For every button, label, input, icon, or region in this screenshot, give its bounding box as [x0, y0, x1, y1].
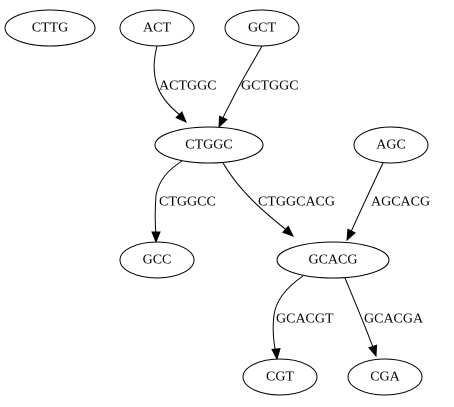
node-label: AGC [376, 138, 406, 153]
arrowhead [368, 344, 378, 358]
node-label: GCT [248, 21, 276, 36]
edge-gct-ctggc: GCTGGC [218, 45, 299, 129]
node-ellipse[interactable] [119, 9, 195, 47]
arrowhead [282, 225, 294, 237]
node-gcc[interactable]: GCC [119, 241, 195, 279]
edge-label: CTGGCC [159, 195, 216, 210]
arrowhead [346, 228, 356, 242]
node-cttg[interactable]: CTTG [4, 9, 96, 47]
node-label: ACT [143, 21, 171, 36]
node-act[interactable]: ACT [119, 9, 195, 47]
arrowhead [218, 115, 228, 129]
node-ellipse[interactable] [276, 241, 390, 279]
edge-gcacg-cga: GCACGA [344, 277, 424, 358]
edge-line [220, 45, 263, 123]
node-agc[interactable]: AGC [353, 126, 429, 164]
edge-line [222, 162, 290, 233]
edge-line [153, 45, 185, 119]
node-ctggc[interactable]: CTGGC [154, 126, 264, 164]
node-ellipse[interactable] [4, 9, 96, 47]
node-cgt[interactable]: CGT [242, 358, 318, 396]
edge-line [349, 162, 384, 235]
node-gcacg[interactable]: GCACG [276, 241, 390, 279]
edge-ctggc-gcc: CTGGCC [151, 160, 216, 244]
node-label: CGA [370, 370, 400, 385]
arrowhead [175, 111, 187, 123]
node-label: CGT [266, 370, 294, 385]
node-label: CTGGC [185, 138, 232, 153]
node-ellipse[interactable] [347, 358, 423, 396]
node-ellipse[interactable] [154, 126, 264, 164]
node-ellipse[interactable] [353, 126, 429, 164]
node-label: GCC [143, 253, 172, 268]
nodes-layer: CTTG ACT GCT CTGGC AGC GCC GCACG CGT CGA [4, 9, 429, 396]
edge-act-ctggc: ACTGGC [153, 45, 217, 123]
edge-gcacg-cgt: GCACGT [271, 275, 334, 361]
edges-layer: ACTGGC GCTGGC CTGGCC CTGGCACG AGCACG GCACGT GC… [151, 45, 430, 361]
edge-line [154, 160, 183, 237]
node-gct[interactable]: GCT [224, 9, 300, 47]
edge-label: ACTGGC [159, 79, 217, 94]
node-label: CTTG [32, 21, 69, 36]
node-ellipse[interactable] [242, 358, 318, 396]
edge-label: GCACGA [364, 312, 424, 327]
edge-label: GCACGT [276, 312, 334, 327]
edge-label: CTGGCACG [258, 195, 335, 210]
edge-label: AGCACG [371, 195, 430, 210]
edge-ctggc-gcacg: CTGGCACG [222, 162, 335, 237]
edge-label: GCTGGC [241, 79, 299, 94]
edge-line [272, 275, 304, 354]
edge-line [344, 277, 375, 351]
arrowhead [151, 231, 161, 244]
node-label: GCACG [308, 253, 357, 268]
node-ellipse[interactable] [224, 9, 300, 47]
edge-agc-gcacg: AGCACG [346, 162, 430, 242]
node-ellipse[interactable] [119, 241, 195, 279]
node-cga[interactable]: CGA [347, 358, 423, 396]
arrowhead [271, 348, 281, 361]
